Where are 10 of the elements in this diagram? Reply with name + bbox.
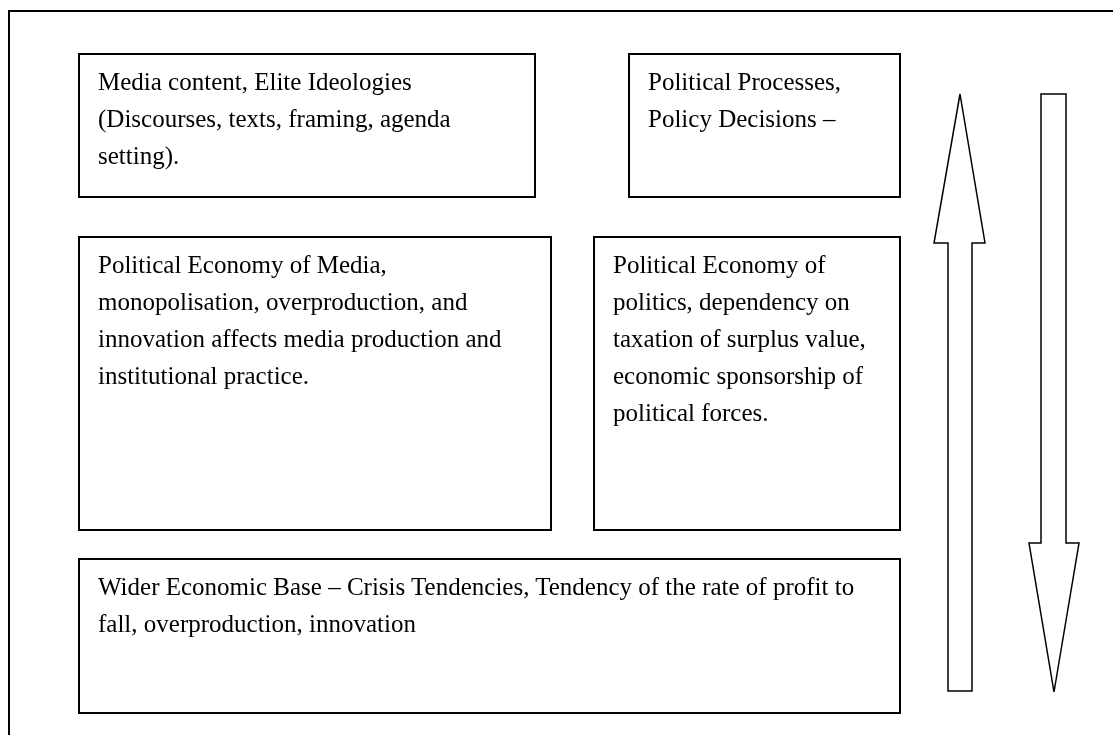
box-text: Political Processes, Policy Decisions – xyxy=(648,67,843,134)
box-text: Political Economy of Media, monopolisation, overproduction, and innovation affects media production and institutional practice. xyxy=(98,250,503,391)
text-box xyxy=(593,236,901,531)
text-box xyxy=(78,558,901,714)
text-box xyxy=(78,236,552,531)
text-box xyxy=(628,53,901,198)
box-text: Political Economy of politics, dependency on taxation of surplus value, economic sponsorship of political forces. xyxy=(613,250,867,428)
text-box xyxy=(78,53,536,198)
box-text: Wider Economic Base – Crisis Tendencies, Tendency of the rate of profit to fall, overproduction, innovation xyxy=(98,572,856,639)
box-text: Media content, Elite Ideologies (Discourses, texts, framing, agenda setting). xyxy=(98,67,452,171)
